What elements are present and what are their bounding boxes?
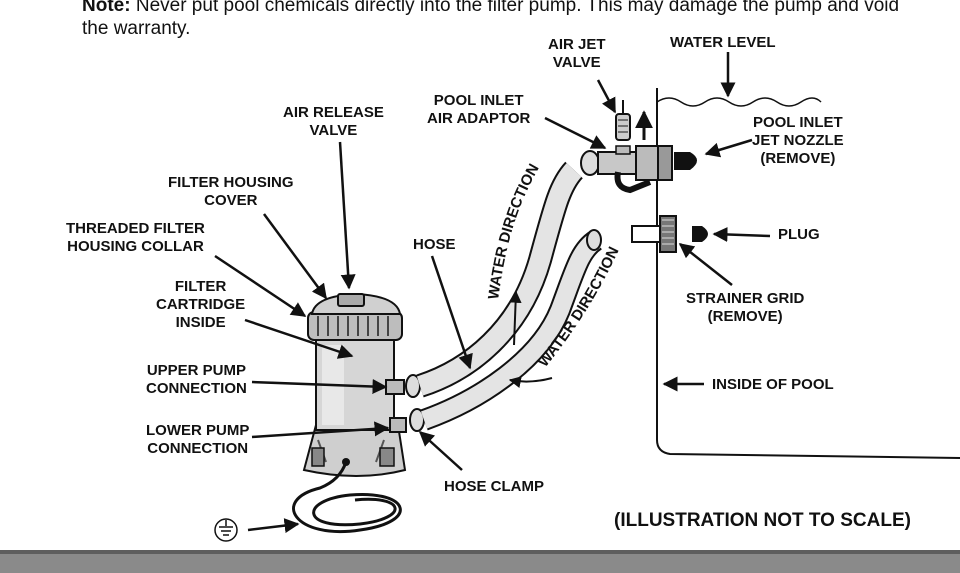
arrow-ground bbox=[247, 518, 300, 534]
power-cord bbox=[292, 461, 402, 533]
strainer-grid bbox=[659, 215, 677, 253]
arrow-filter-housing-cover bbox=[262, 213, 328, 300]
plug bbox=[692, 226, 708, 242]
pool-wall bbox=[656, 88, 960, 459]
arrow-hose-clamp bbox=[418, 430, 463, 471]
label-hose-clamp: HOSE CLAMP bbox=[444, 478, 545, 495]
arrow-upper-pump-connection bbox=[251, 379, 388, 394]
air-release-valve-knob bbox=[337, 293, 365, 307]
label-plug: PLUG bbox=[778, 226, 820, 243]
label-inside-of-pool: INSIDE OF POOL bbox=[712, 376, 834, 393]
arrow-lower-pump-connection bbox=[251, 421, 390, 439]
arrow-hose bbox=[430, 255, 473, 370]
filter-pump bbox=[292, 292, 425, 533]
strainer-assembly bbox=[631, 215, 708, 253]
air-jet-valve bbox=[615, 113, 631, 141]
arrow-strainer-grid bbox=[678, 243, 733, 286]
ground-symbol-icon bbox=[214, 518, 238, 542]
water-level-waves bbox=[656, 97, 822, 107]
arrow-threaded-collar bbox=[214, 254, 307, 318]
page-footer-bar bbox=[0, 550, 960, 573]
pump-setup-diagram: WATER DIRECTION WATER DIRECTION bbox=[214, 52, 960, 542]
lower-pump-connection bbox=[389, 417, 407, 433]
arrow-air-jet-valve bbox=[596, 79, 617, 114]
label-water-level: WATER LEVEL bbox=[670, 34, 776, 51]
arrow-pool-inlet-air-adaptor bbox=[544, 116, 607, 150]
hose-clamp-strainer bbox=[586, 229, 602, 251]
arrow-plug bbox=[712, 226, 771, 242]
note-text: Never put pool chemicals directly into t… bbox=[82, 0, 900, 39]
upper-pump-connection bbox=[385, 379, 405, 395]
scale-note: (ILLUSTRATION NOT TO SCALE) bbox=[614, 510, 911, 531]
warning-note: Note: Never put pool chemicals directly … bbox=[82, 0, 912, 40]
arrow-filter-cartridge bbox=[244, 318, 354, 359]
label-strainer-grid: STRAINER GRID(REMOVE) bbox=[686, 290, 805, 325]
label-hose: HOSE bbox=[413, 236, 456, 253]
arrow-pool-inlet-jet-nozzle bbox=[704, 138, 753, 158]
pool-inlet-assembly bbox=[580, 100, 697, 194]
arrow-air-release-valve bbox=[338, 141, 356, 290]
note-label: Note: bbox=[82, 0, 131, 16]
